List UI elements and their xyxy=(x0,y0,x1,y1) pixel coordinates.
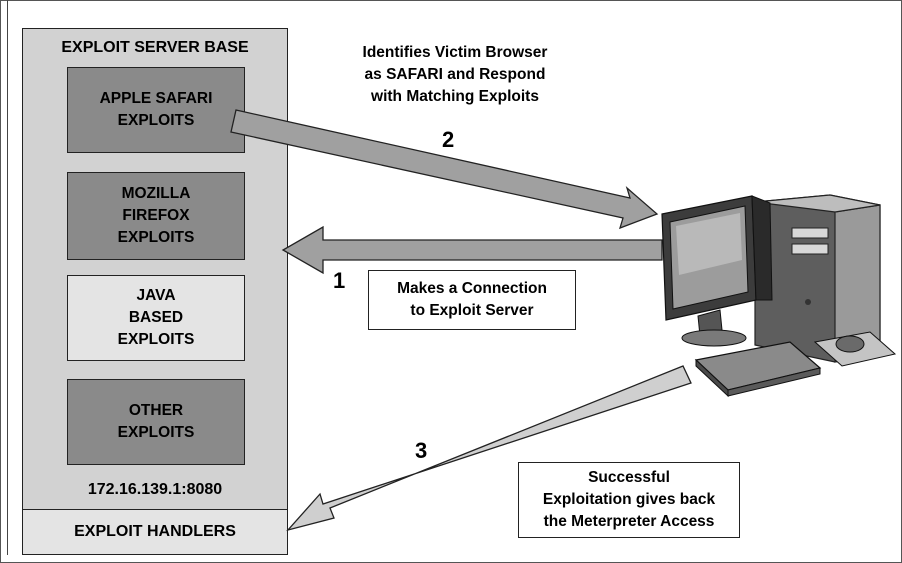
module-label: OTHER EXPLOITS xyxy=(117,402,195,441)
arrow-step-1 xyxy=(281,225,663,275)
module-apple-safari: APPLE SAFARI EXPLOITS xyxy=(67,67,245,153)
module-label: JAVA BASED EXPLOITS xyxy=(117,287,195,348)
exploit-server-base: EXPLOIT SERVER BASE APPLE SAFARI EXPLOIT… xyxy=(22,28,288,510)
handlers-label: EXPLOIT HANDLERS xyxy=(74,523,236,540)
callout-text: Identifies Victim Browser as SAFARI and … xyxy=(362,44,548,105)
server-title: EXPLOIT SERVER BASE xyxy=(61,39,249,56)
step-number-2: 2 xyxy=(442,127,455,152)
module-mozilla-firefox: MOZILLA FIREFOX EXPLOITS xyxy=(67,172,245,260)
callout-step-1: Makes a Connection to Exploit Server xyxy=(368,270,576,330)
server-address: 172.16.139.1:8080 xyxy=(87,481,223,498)
module-java-based: JAVA BASED EXPLOITS xyxy=(67,275,245,361)
callout-step-3: Successful Exploitation gives back the M… xyxy=(518,462,740,538)
module-other: OTHER EXPLOITS xyxy=(67,379,245,465)
arrow-step-3 xyxy=(286,365,692,532)
step-number-3: 3 xyxy=(415,438,428,463)
module-label: APPLE SAFARI EXPLOITS xyxy=(99,90,213,129)
module-label: MOZILLA FIREFOX EXPLOITS xyxy=(117,185,195,246)
exploit-handlers: EXPLOIT HANDLERS xyxy=(22,509,288,555)
frame-divider xyxy=(7,0,8,555)
arrow-step-2 xyxy=(230,109,659,230)
callout-text: Successful Exploitation gives back the M… xyxy=(542,469,716,530)
desktop-computer-icon xyxy=(661,194,897,398)
callout-text: Makes a Connection to Exploit Server xyxy=(397,280,547,319)
callout-step-2: Identifies Victim Browser as SAFARI and … xyxy=(333,36,577,114)
step-number-1: 1 xyxy=(333,268,346,293)
